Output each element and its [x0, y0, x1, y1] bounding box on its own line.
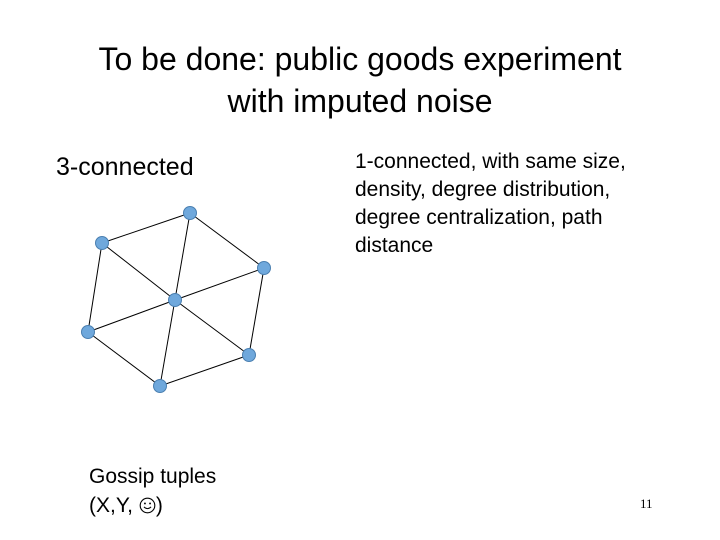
graph-edge	[174, 299, 250, 356]
graph-node	[242, 348, 256, 362]
graph-node	[81, 325, 95, 339]
comparison-description: 1-connected, with same size, density, de…	[355, 148, 695, 260]
graph-edge	[248, 267, 265, 356]
graph-edge	[159, 354, 250, 387]
graph-edge	[101, 212, 191, 244]
graph-edge	[174, 267, 265, 301]
caption-line: Gossip tuples	[89, 465, 217, 488]
caption-line: (X,Y, )	[89, 491, 216, 520]
description-line: degree centralization, path	[355, 206, 603, 229]
title-line: To be done: public goods experiment	[98, 41, 622, 77]
graph-node	[257, 261, 271, 275]
title-line: with imputed noise	[227, 83, 493, 119]
gossip-caption: Gossip tuples (X,Y, )	[89, 462, 216, 520]
graph-edge	[189, 212, 265, 269]
graph-edge	[87, 242, 103, 333]
caption-prefix: (X,Y,	[89, 494, 139, 517]
graph-node	[95, 236, 109, 250]
description-line: density, degree distribution,	[355, 178, 611, 201]
caption-suffix: )	[155, 494, 163, 517]
graph-label: 3-connected	[56, 153, 194, 181]
smiley-icon	[139, 497, 156, 514]
graph-node	[183, 206, 197, 220]
slide-title: To be done: public goods experiment with…	[30, 38, 690, 122]
description-line: 1-connected, with same size,	[355, 150, 626, 173]
page-number: 11	[640, 496, 653, 511]
graph-edge	[87, 299, 176, 333]
graph-nodes	[81, 206, 271, 393]
description-line: distance	[355, 234, 434, 257]
graph-edge	[101, 242, 176, 301]
graph-node	[153, 379, 167, 393]
graph-edge	[87, 331, 161, 387]
graph-node	[168, 293, 182, 307]
